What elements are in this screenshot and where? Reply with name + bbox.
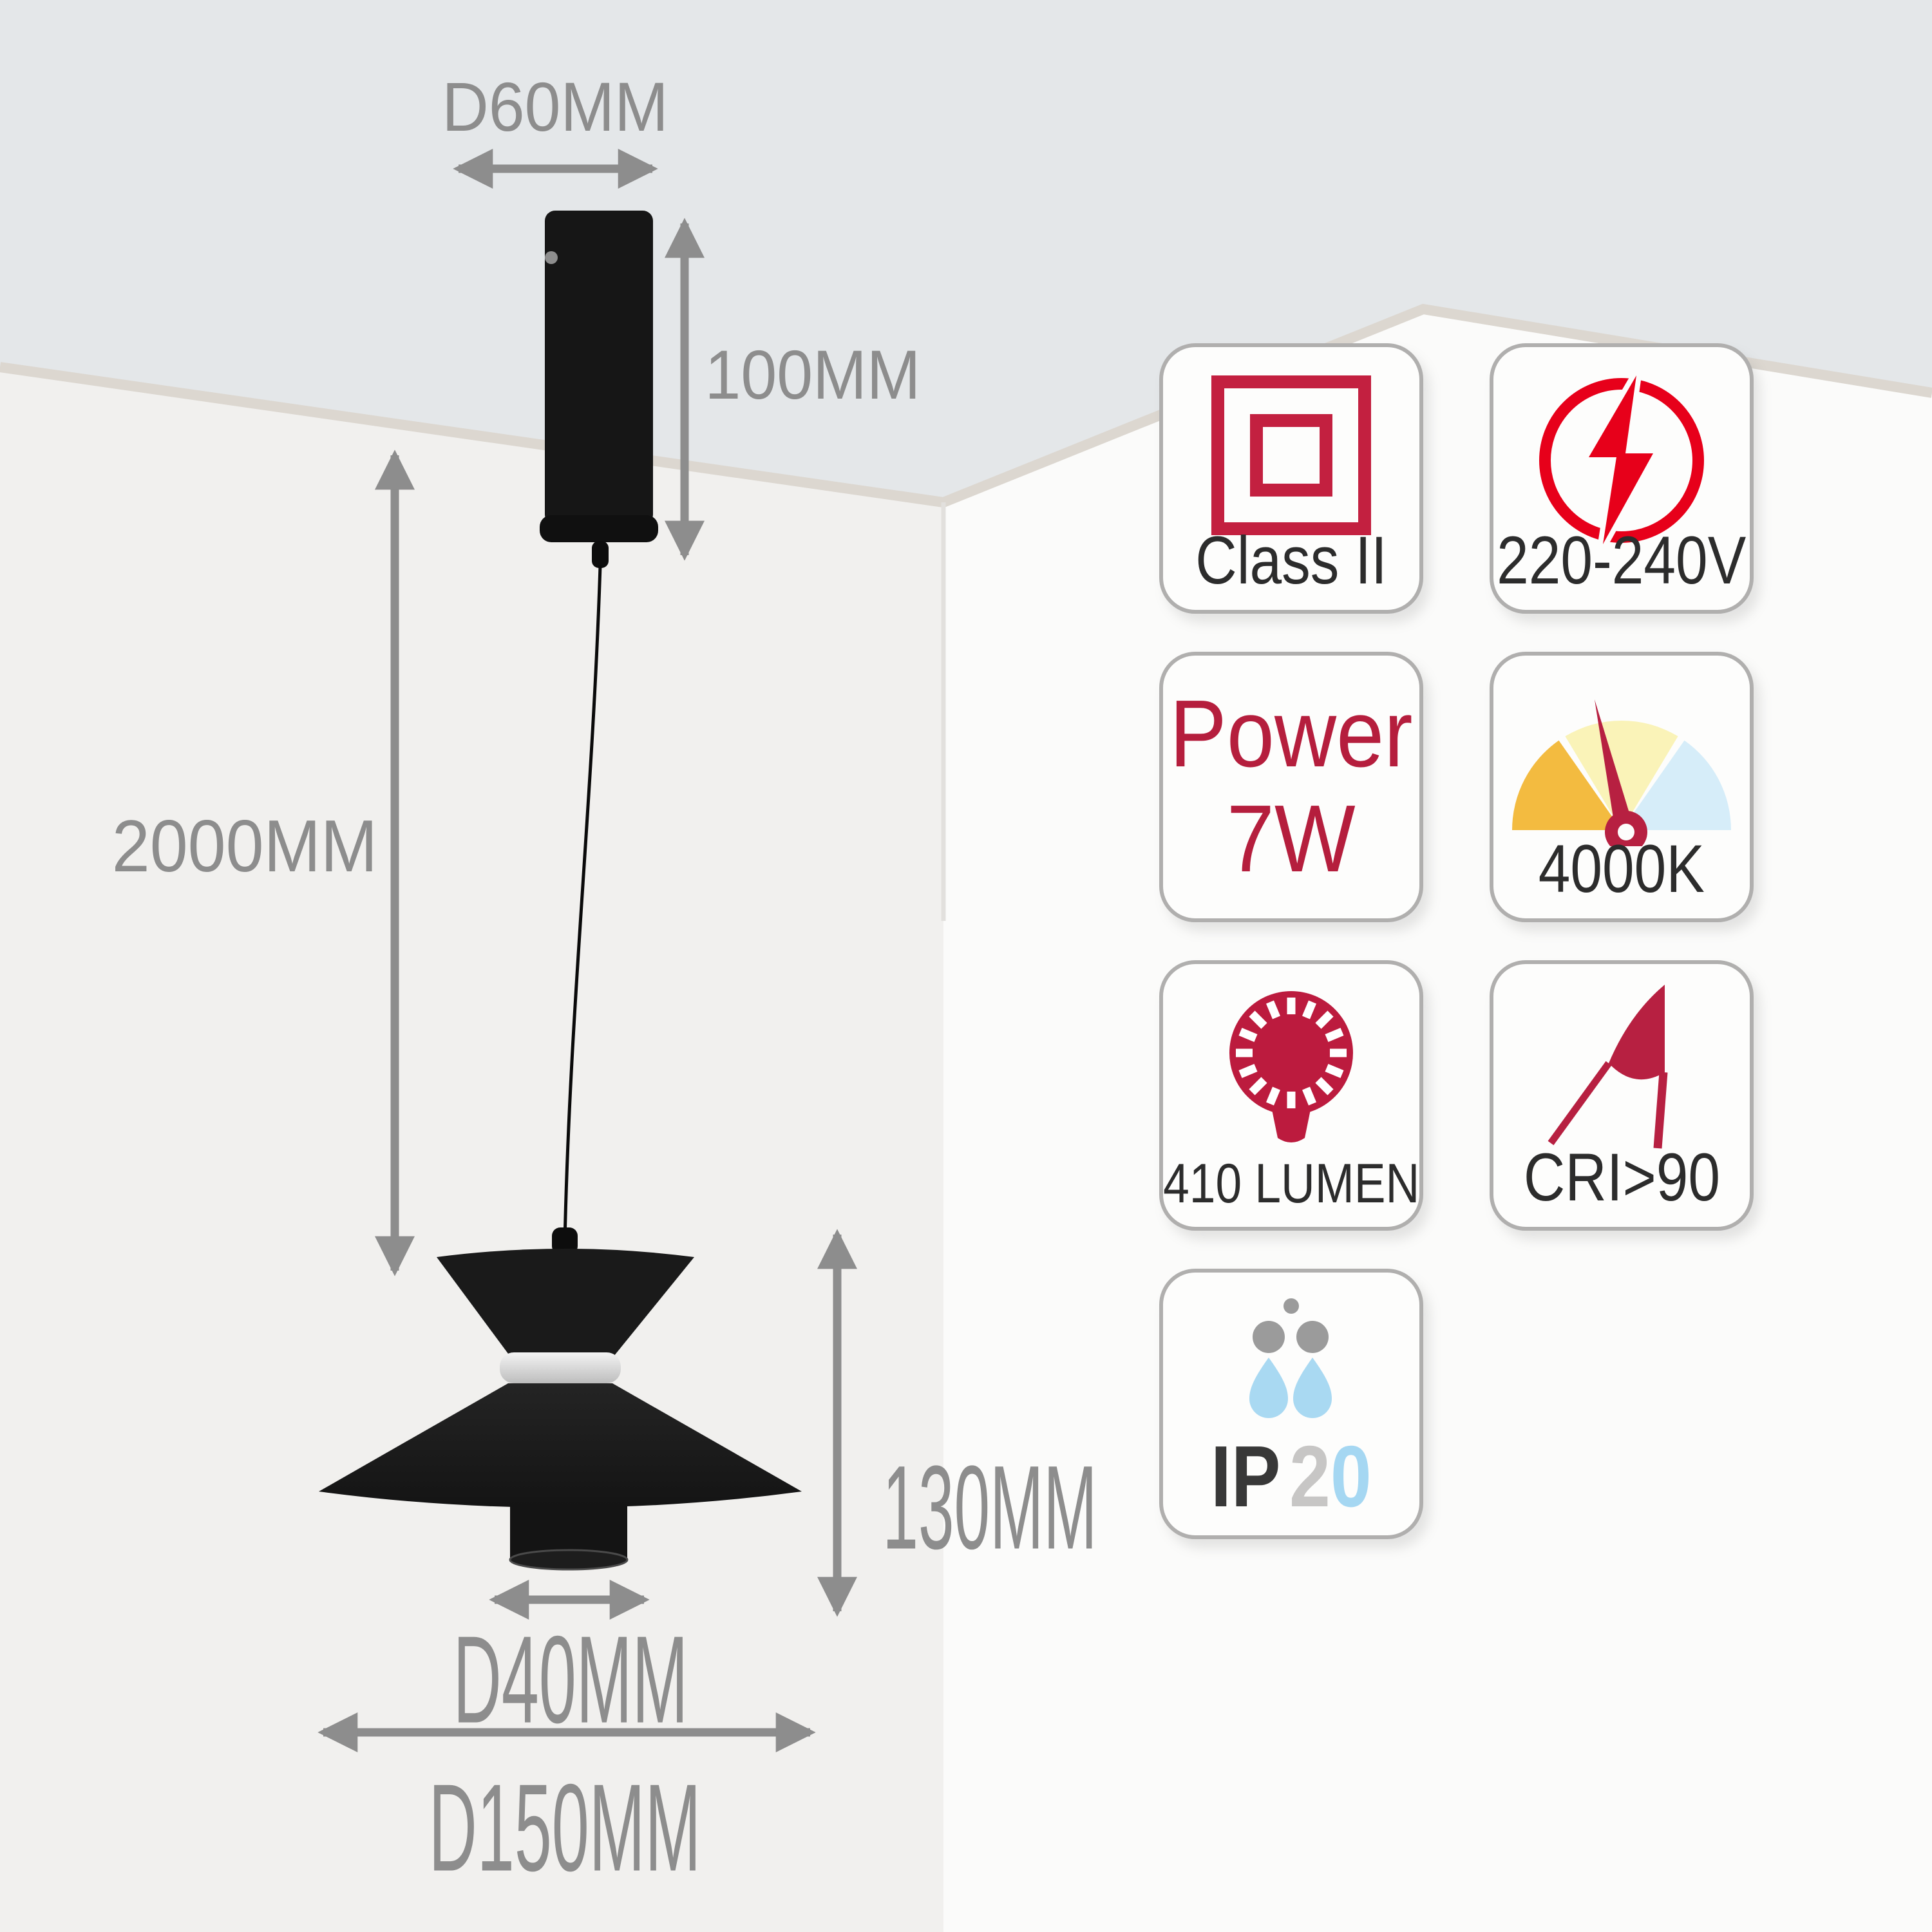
power-text: Power 7W (1170, 681, 1413, 892)
lightning-circle-icon (1539, 372, 1704, 547)
power-line2: 7W (1227, 786, 1356, 892)
shade-height-label: 130MM (791, 1441, 1189, 1575)
cri-pennant-icon (1548, 985, 1668, 1149)
badge-voltage: 220-240V (1490, 343, 1754, 614)
shade-top-cone (437, 1249, 694, 1356)
right-wall (943, 309, 1932, 1932)
badge-class-ii-label: Class II (1195, 523, 1387, 598)
canopy-base (540, 515, 658, 542)
double-insulated-squares-icon (1211, 375, 1371, 535)
canopy-height-text: 100MM (705, 336, 921, 413)
suspension-length-text: 2000MM (111, 806, 378, 887)
badge-lumen-label: 410 LUMEN (1162, 1153, 1420, 1215)
water-drops-icon (1249, 1298, 1332, 1418)
badge-class-ii: Class II (1159, 343, 1423, 614)
lamp-tube-opening (509, 1549, 629, 1571)
ceiling (0, 0, 1932, 502)
badge-cct-label: 4000K (1538, 831, 1705, 907)
tube-diameter-label: D40MM (353, 1609, 788, 1749)
power-line1: Power (1170, 681, 1413, 788)
cord-grip (592, 541, 609, 568)
shade-diameter-text: D150MM (428, 1757, 701, 1897)
ip-digit-solid: 2 (1289, 1428, 1331, 1525)
canopy-height-label: 100MM (697, 340, 929, 410)
light-ring (500, 1352, 621, 1383)
dimension-arrows (317, 149, 857, 1752)
ip-digit-water: 0 (1331, 1428, 1372, 1525)
badge-cri-label: CRI>90 (1523, 1140, 1720, 1215)
ceiling-canopy (545, 211, 653, 525)
shade-height-text: 130MM (882, 1441, 1097, 1575)
badge-voltage-label: 220-240V (1497, 523, 1747, 598)
suspension-cable (563, 565, 602, 1244)
canopy-diameter-label: D60MM (433, 72, 677, 142)
badge-power: Power 7W (1159, 652, 1423, 922)
shade-top-connector (552, 1227, 578, 1255)
canopy-screw (545, 251, 558, 264)
ip-prefix: IP (1211, 1428, 1281, 1525)
shade-diameter-label: D150MM (313, 1757, 817, 1897)
tube-diameter-text: D40MM (453, 1609, 688, 1749)
badge-color-temperature: 4000K (1490, 652, 1754, 922)
pendant-lamp (319, 211, 802, 1571)
suspension-length-label: 2000MM (102, 810, 388, 884)
badge-lumen: 410 LUMEN (1159, 960, 1423, 1231)
canopy-diameter-text: D60MM (442, 68, 668, 146)
badge-cri: CRI>90 (1490, 960, 1754, 1231)
shade-bottom-cone (319, 1383, 802, 1508)
color-temperature-gauge-icon (1512, 699, 1731, 846)
glowing-bulb-icon (1229, 991, 1353, 1142)
